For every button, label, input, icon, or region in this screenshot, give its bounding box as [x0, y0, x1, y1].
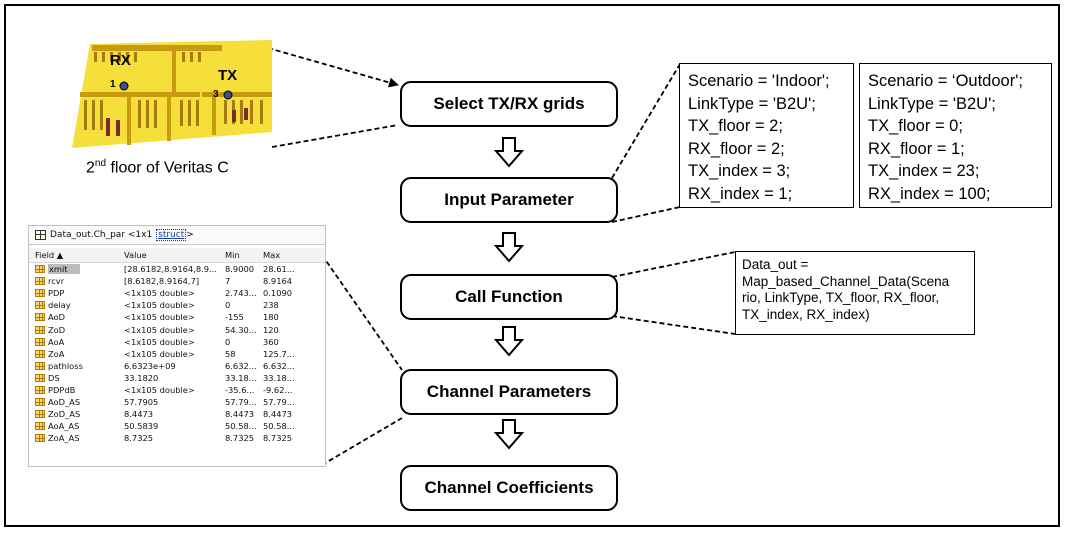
- field-icon: [35, 385, 45, 394]
- variable-editor-header: Field ▲ Value Min Max: [29, 248, 325, 263]
- column-header-field[interactable]: Field ▲: [35, 250, 64, 260]
- variable-editor-title: Data_out.Ch_par <1x1 struct>: [29, 226, 325, 245]
- diagram-frame: [4, 4, 1060, 527]
- tx-marker: [223, 90, 233, 100]
- table-icon: [35, 230, 46, 240]
- rx-point-number: 1: [110, 79, 116, 90]
- select-grids-step: Select TX/RX grids: [400, 81, 618, 127]
- column-header-min[interactable]: Min: [225, 250, 240, 260]
- param-line: RX_index = 100;: [868, 184, 991, 203]
- field-icon: [35, 265, 45, 274]
- param-line: RX_floor = 2;: [688, 139, 785, 158]
- param-line: LinkType = 'B2U';: [688, 94, 816, 113]
- struct-link[interactable]: struct: [156, 229, 187, 241]
- code-line: Data_out =: [742, 257, 809, 272]
- table-row[interactable]: ZoD<1x105 double>54.30...120: [29, 323, 325, 335]
- field-icon: [35, 337, 45, 346]
- field-icon: [35, 313, 45, 322]
- channel-parameters-step: Channel Parameters: [400, 369, 618, 415]
- floor-plan-image: RX TX 1 3: [72, 40, 272, 148]
- field-icon: [35, 422, 45, 431]
- field-icon: [35, 349, 45, 358]
- channel-coefficients-step: Channel Coefficients: [400, 465, 618, 511]
- code-line: TX_index, RX_index): [742, 306, 870, 322]
- param-line: TX_floor = 2;: [688, 117, 783, 135]
- field-icon: [35, 361, 45, 370]
- param-line: TX_index = 3;: [688, 162, 791, 180]
- code-line: Map_based_Channel_Data(Scena: [742, 273, 950, 289]
- code-line: rio, LinkType, TX_floor, RX_floor,: [742, 290, 940, 305]
- rx-marker: [119, 81, 129, 91]
- field-icon: [35, 434, 45, 443]
- call-function-step: Call Function: [400, 274, 618, 320]
- outdoor-parameters-box: Scenario = ‘Outdoor'; LinkType = 'B2U'; …: [859, 63, 1052, 208]
- variable-editor-panel: Data_out.Ch_par <1x1 struct> Field ▲ Val…: [28, 225, 326, 467]
- field-icon: [35, 301, 45, 310]
- indoor-parameters-box: Scenario = 'Indoor'; LinkType = 'B2U'; T…: [679, 63, 854, 208]
- param-line: RX_index = 1;: [688, 184, 793, 203]
- param-line: Scenario = 'Indoor';: [688, 72, 830, 90]
- field-icon: [35, 410, 45, 419]
- table-row[interactable]: PDP<1x105 double>2.743...0.1090: [29, 287, 325, 299]
- column-header-max[interactable]: Max: [263, 250, 281, 260]
- param-line: LinkType = 'B2U';: [868, 94, 996, 113]
- param-line: RX_floor = 1;: [868, 139, 965, 158]
- tx-label: TX: [218, 67, 238, 84]
- field-icon: [35, 398, 45, 407]
- function-call-box: Data_out = Map_based_Channel_Data(Scena …: [735, 251, 975, 335]
- param-line: TX_floor = 0;: [868, 117, 963, 135]
- field-icon: [35, 373, 45, 382]
- floor-plan-caption: 2nd floor of Veritas C: [86, 158, 229, 177]
- field-icon: [35, 325, 45, 334]
- tx-point-number: 3: [213, 89, 219, 100]
- param-line: TX_index = 23;: [868, 162, 980, 180]
- field-icon: [35, 277, 45, 286]
- param-line: Scenario = ‘Outdoor';: [868, 72, 1023, 90]
- table-row[interactable]: PDPdB<1x105 double>-35.6...-9.62...: [29, 384, 325, 396]
- field-icon: [35, 289, 45, 298]
- column-header-value[interactable]: Value: [124, 250, 147, 260]
- rx-label: RX: [110, 52, 131, 69]
- input-parameter-step: Input Parameter: [400, 177, 618, 223]
